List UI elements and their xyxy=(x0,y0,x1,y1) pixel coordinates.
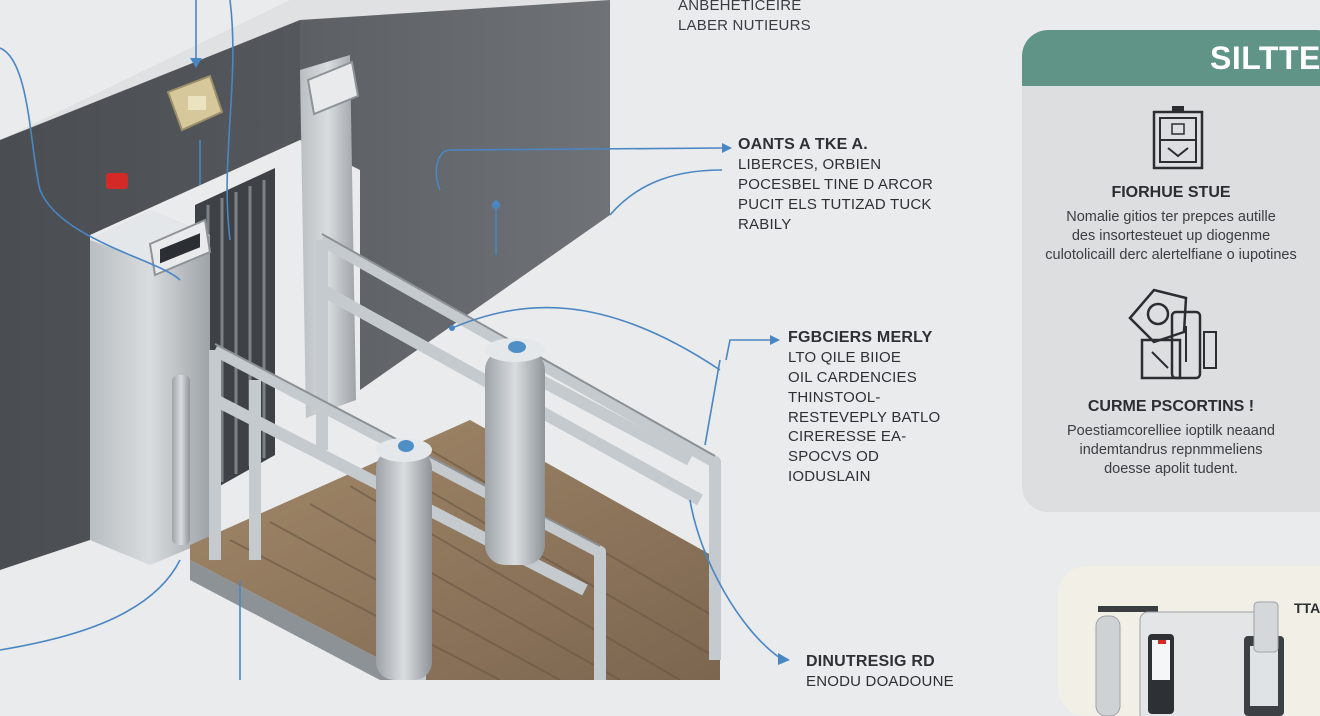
callout-title: FGBCIERS MERLY xyxy=(788,329,933,346)
callout-line: POCESBEL TINE D ARCOR xyxy=(738,175,934,193)
callout-title: OANTS A TKE A. xyxy=(738,136,868,153)
leader-arrows xyxy=(190,58,790,665)
feature-line: doesse apolit tudent. xyxy=(1104,460,1238,477)
header-note-line-1: ANBEHETICEIRE xyxy=(678,0,802,14)
mechanism-icon xyxy=(1128,288,1217,380)
feature-line: culotolicaill derc alertelfiane o iupoti… xyxy=(1045,246,1297,263)
feature-block-1: FIORHUE STUE Nomalie gitios ter prepces … xyxy=(1022,184,1320,265)
callout-line: OIL CARDENCIES xyxy=(788,368,917,386)
bottom-card-label: TTA xyxy=(1294,600,1320,616)
wall-front xyxy=(300,0,610,390)
side-panel: SILTTE FIORHUE STUE Nomalie gitios ter p… xyxy=(1022,30,1320,512)
feature-line: Poestiamcorelliee ioptilk neaand xyxy=(1067,423,1275,439)
bottom-card: TTA xyxy=(1058,566,1320,716)
feature-line: indemtandrus repnmmeliens xyxy=(1079,441,1263,458)
callout-line: RESTEVEPLY BATLO xyxy=(788,408,941,426)
left-post xyxy=(172,375,190,545)
callout-line: THINSTOOL- xyxy=(788,388,881,406)
leader-lines xyxy=(0,0,781,680)
machine-thumbnail xyxy=(1095,601,1284,716)
callout-line: SPOCVS OD xyxy=(788,448,879,466)
right-reader xyxy=(306,60,360,116)
callout-title: DINUTRESIG RD xyxy=(806,653,935,670)
feature-line: Nomalie gitios ter prepces autille xyxy=(1066,209,1276,225)
deck-edge xyxy=(190,560,420,680)
header-note: ANBEHETICEIRE LABER NUTIEURS xyxy=(678,0,811,36)
wall-side xyxy=(0,20,300,570)
callout-line: CIRERESSE EA- xyxy=(788,428,907,446)
turnstile-post-2 xyxy=(485,338,545,565)
callout-line: PUCIT ELS TUTIZAD TUCK xyxy=(738,195,932,213)
callout-line: LIBERCES, ORBIEN xyxy=(738,156,882,174)
side-panel-title: SILTTE xyxy=(1210,40,1320,76)
feature-block-2: CURME PSCORTINS ! Poestiamcorelliee iopt… xyxy=(1022,398,1320,479)
cabinet-icon xyxy=(1152,106,1204,170)
feature-title: FIORHUE STUE xyxy=(1111,184,1231,201)
callout-diagnostic: DINUTRESIG RD ENODU DOADOUNE xyxy=(806,651,954,692)
callout-line: IODUSLAIN xyxy=(788,467,871,485)
callout-features: FGBCIERS MERLY LTO QILE BIIOE OIL CARDEN… xyxy=(788,327,940,487)
alarm-light xyxy=(106,173,128,189)
callout-access-control: OANTS A TKE A. LIBERCES, ORBIEN POCESBEL… xyxy=(738,134,933,234)
feature-title: CURME PSCORTINS ! xyxy=(1087,398,1255,415)
header-note-line-2: LABER NUTIEURS xyxy=(678,16,811,34)
turnstile-post-1 xyxy=(376,438,432,680)
feature-line: des insortesteuet up diogenme xyxy=(1071,227,1271,244)
callout-line: RABILY xyxy=(738,215,792,233)
callout-line: ENODU DOADOUNE xyxy=(806,673,954,691)
side-panel-header: SILTTE xyxy=(1022,30,1320,86)
deck xyxy=(190,420,720,680)
callout-line: LTO QILE BIIOE xyxy=(788,349,902,367)
